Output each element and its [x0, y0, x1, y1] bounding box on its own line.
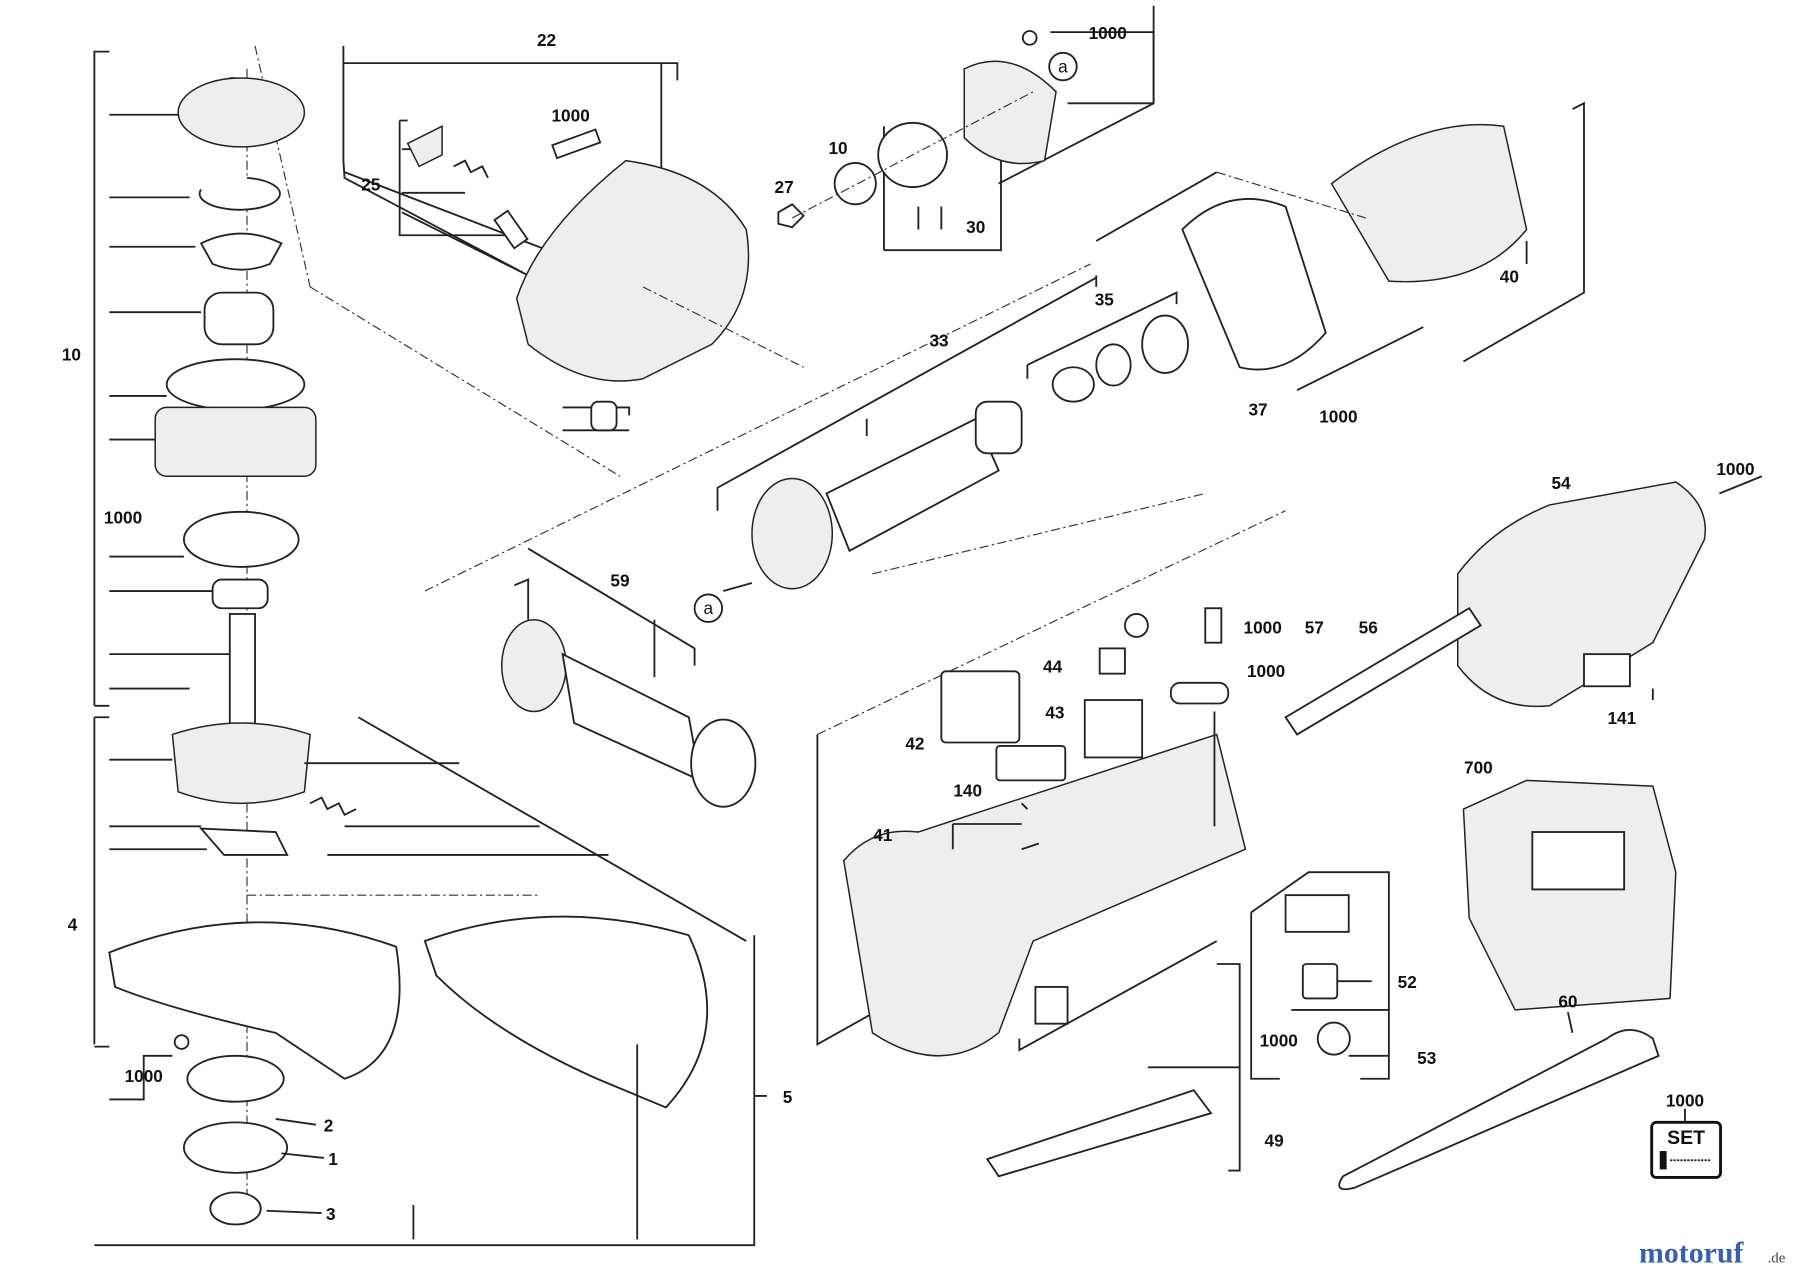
label-59: 59: [610, 570, 629, 590]
label-60: 60: [1558, 992, 1577, 1012]
label-141: 141: [1607, 708, 1636, 728]
label-1: 1: [328, 1149, 338, 1169]
gear-housing-shape: [515, 159, 750, 382]
part-labels: 1000 22 1000 10 27 25 30 40 35 33 37 100…: [62, 23, 1755, 1224]
label-brush-screw: 1000: [1260, 1031, 1298, 1051]
label-set-number: 1000: [1666, 1090, 1704, 1110]
watermark-suffix: .de: [1768, 1250, 1786, 1266]
label-56: 56: [1359, 617, 1378, 637]
armature-group: [716, 101, 1585, 592]
handle-housing-shape: [1456, 481, 1707, 708]
label-41: 41: [873, 825, 893, 845]
motor-housing-shape: [842, 733, 1247, 1057]
label-49: 49: [1265, 1130, 1284, 1150]
label-25: 25: [361, 175, 381, 195]
label-40: 40: [1500, 266, 1519, 286]
label-30: 30: [966, 217, 985, 237]
label-44: 44: [1043, 657, 1063, 677]
air-guide-shape: [1181, 198, 1327, 371]
label-35: 35: [1095, 289, 1115, 309]
guard-5-shape: [423, 915, 709, 1109]
label-switch-screw: 1000: [1244, 617, 1282, 637]
label-140: 140: [953, 780, 982, 800]
set-text: SET: [1667, 1127, 1705, 1149]
motor-housing-group: [816, 510, 1390, 1178]
label-42: 42: [905, 733, 924, 753]
label-field-screw: 1000: [1319, 406, 1357, 426]
motoruf-watermark: motoruf .de: [1639, 1236, 1786, 1269]
case-700: [1462, 779, 1677, 1011]
label-2: 2: [324, 1116, 334, 1136]
label-22: 22: [537, 30, 556, 50]
label-flange-screw: 1000: [104, 507, 142, 527]
label-33: 33: [929, 331, 948, 351]
gear-housing-group: [342, 45, 1091, 592]
label-43: 43: [1045, 702, 1064, 722]
guard-4-shape: [108, 921, 401, 1080]
label-700: 700: [1464, 757, 1493, 777]
label-57: 57: [1305, 617, 1324, 637]
label-clamp-screw: 1000: [1247, 661, 1285, 681]
ref-a-armature: a: [693, 593, 724, 623]
watermark-main: motoruf: [1639, 1236, 1744, 1269]
label-53: 53: [1417, 1048, 1436, 1068]
spanner-60: [1338, 1011, 1660, 1191]
label-52: 52: [1398, 972, 1417, 992]
ref-a-top: a: [1048, 51, 1078, 82]
label-top-screw: 1000: [1089, 23, 1127, 43]
bearing-plate-group: [777, 5, 1155, 252]
svg-text:a: a: [704, 598, 714, 618]
label-5: 5: [783, 1087, 793, 1107]
label-guard-screw: 1000: [125, 1066, 163, 1086]
label-27: 27: [775, 177, 794, 197]
field-shape: [1330, 123, 1528, 283]
label-3: 3: [326, 1204, 336, 1224]
label-handle-screw: 1000: [1716, 459, 1754, 479]
set-box: SET: [1650, 1108, 1722, 1179]
bearing-flange: [154, 406, 317, 478]
label-37: 37: [1248, 399, 1267, 419]
label-54: 54: [1551, 473, 1571, 493]
gear-head-column: [93, 45, 767, 1247]
label-10-cap: 10: [828, 138, 847, 158]
aux-handle-group: [501, 547, 757, 808]
svg-text:a: a: [1058, 56, 1068, 76]
label-10-gear-head: 10: [62, 344, 81, 364]
bevel-gear: [177, 77, 306, 148]
label-housing-screw: 1000: [551, 106, 589, 126]
label-4: 4: [68, 915, 78, 935]
handle-housing-group: [1213, 475, 1763, 827]
switch-42-shape: [940, 670, 1021, 744]
